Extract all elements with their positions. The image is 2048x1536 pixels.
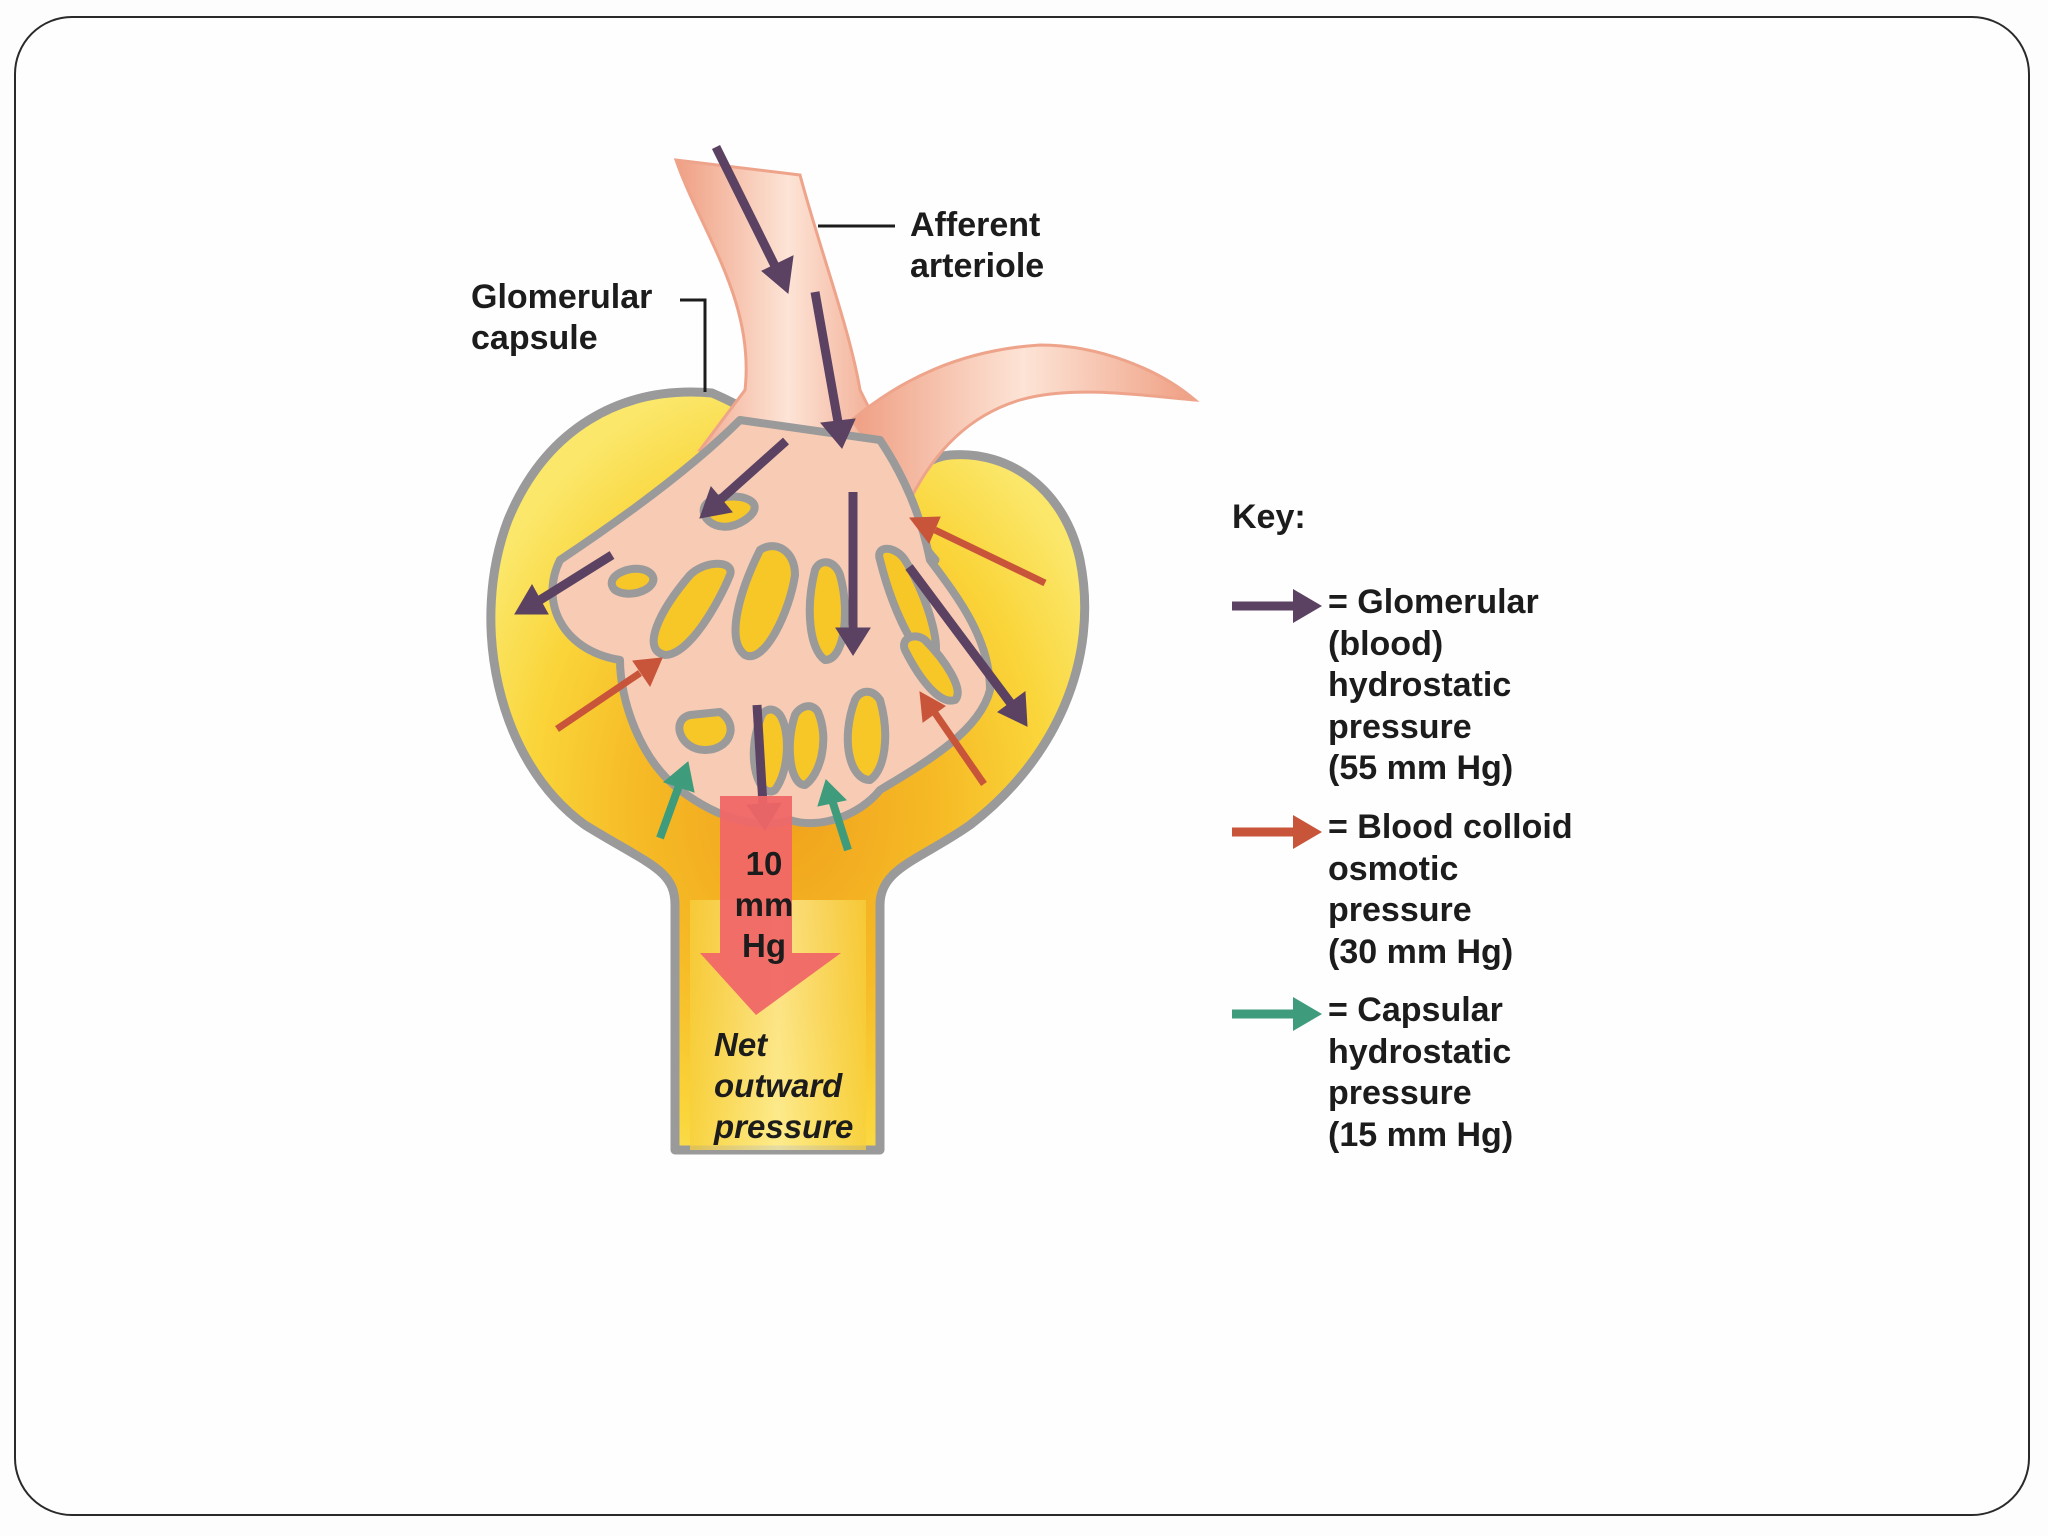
orange-arrow-1: [909, 516, 1047, 587]
efferent-arteriole: [849, 343, 1200, 503]
orange-arrow-2: [555, 657, 663, 732]
purple-arrow-4: [514, 551, 615, 615]
capillary-loops: [607, 492, 962, 796]
key-item-glomerular-hydrostatic: = Glomerular (blood) hydrostatic pressur…: [1328, 583, 1539, 787]
capsular-hydrostatic-arrows: [656, 761, 852, 852]
capsule-leader-line: [680, 298, 707, 392]
key-teal-arrow: [1232, 997, 1322, 1031]
net-outward-pressure-arrow: [700, 796, 841, 1015]
teal-arrow-2: [817, 779, 852, 852]
net-outward-pressure-label: Net outward pressure: [714, 1026, 854, 1145]
key-title: Key:: [1232, 498, 1306, 536]
teal-arrow-1: [656, 761, 695, 840]
net-pressure-value: 10 mm Hg: [734, 845, 794, 964]
purple-arrow-6: [905, 564, 1028, 727]
orange-arrow-3: [919, 691, 987, 786]
purple-arrow-3: [699, 437, 789, 519]
glomerular-hydrostatic-arrows: [514, 145, 1028, 831]
key-orange-arrow: [1232, 815, 1322, 849]
afferent-arteriole-label: Afferent arteriole: [910, 206, 1045, 285]
colloid-osmotic-arrows: [555, 516, 1047, 786]
key-purple-arrow: [1232, 589, 1322, 623]
key-item-colloid-osmotic: = Blood colloid osmotic pressure (30 mm …: [1328, 808, 1573, 971]
purple-arrow-5: [835, 492, 871, 656]
key-item-capsular-hydrostatic: = Capsular hydrostatic pressure (15 mm H…: [1328, 991, 1514, 1154]
glomerular-capsule-label: Glomerular capsule: [471, 278, 653, 357]
purple-arrow-2: [810, 291, 856, 449]
purple-arrow-1: [711, 145, 794, 294]
